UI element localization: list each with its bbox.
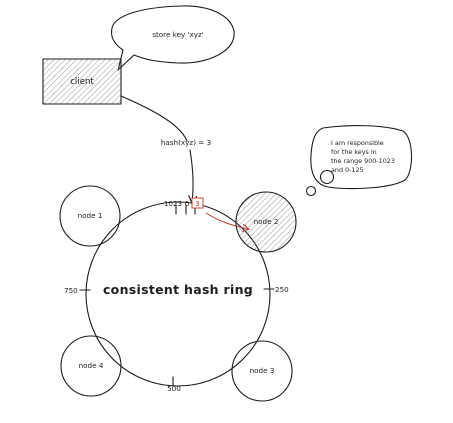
node-1-label: node 1 [78,211,103,220]
tick-label-3: 3 [195,200,199,208]
speech-bubble-text: store key 'xyz' [152,30,204,39]
node-3: node 3 [231,340,293,402]
thought-line-1: I am responsible [331,139,384,147]
tick-label-1023: 1023 [164,199,182,208]
client-label: client [70,77,94,87]
node-2: node 2 [235,191,297,253]
speech-bubble: store key 'xyz' [110,5,235,71]
thought-line-2: for the keys in [331,148,377,156]
node-1: node 1 [59,185,121,247]
thought-bubble-dot-small [305,185,317,197]
thought-bubble-dot-large [319,169,335,185]
node-3-label: node 3 [250,366,275,375]
hash-ring: consistent hash ring 1023 0 3 250 750 50… [64,197,289,393]
ring-label: consistent hash ring [103,282,253,297]
thought-line-3: the range 900-1023 [331,157,395,165]
node-2-label: node 2 [254,217,279,226]
thought-line-4: and 0-125 [331,166,364,174]
hash-arrow-label: hash(xyz) = 3 [161,138,211,147]
marker-box [191,197,204,209]
tick-label-0: 0 [185,199,190,208]
tick-label-250: 250 [275,285,289,294]
tick-label-750: 750 [64,286,78,295]
tick-label-500: 500 [167,384,181,393]
thought-bubble: I am responsible for the keys in the ran… [305,125,413,197]
node-4: node 4 [60,335,122,397]
client-box: client [42,58,122,105]
node-4-label: node 4 [79,361,104,370]
hash-arrow: hash(xyz) = 3 [120,95,211,202]
